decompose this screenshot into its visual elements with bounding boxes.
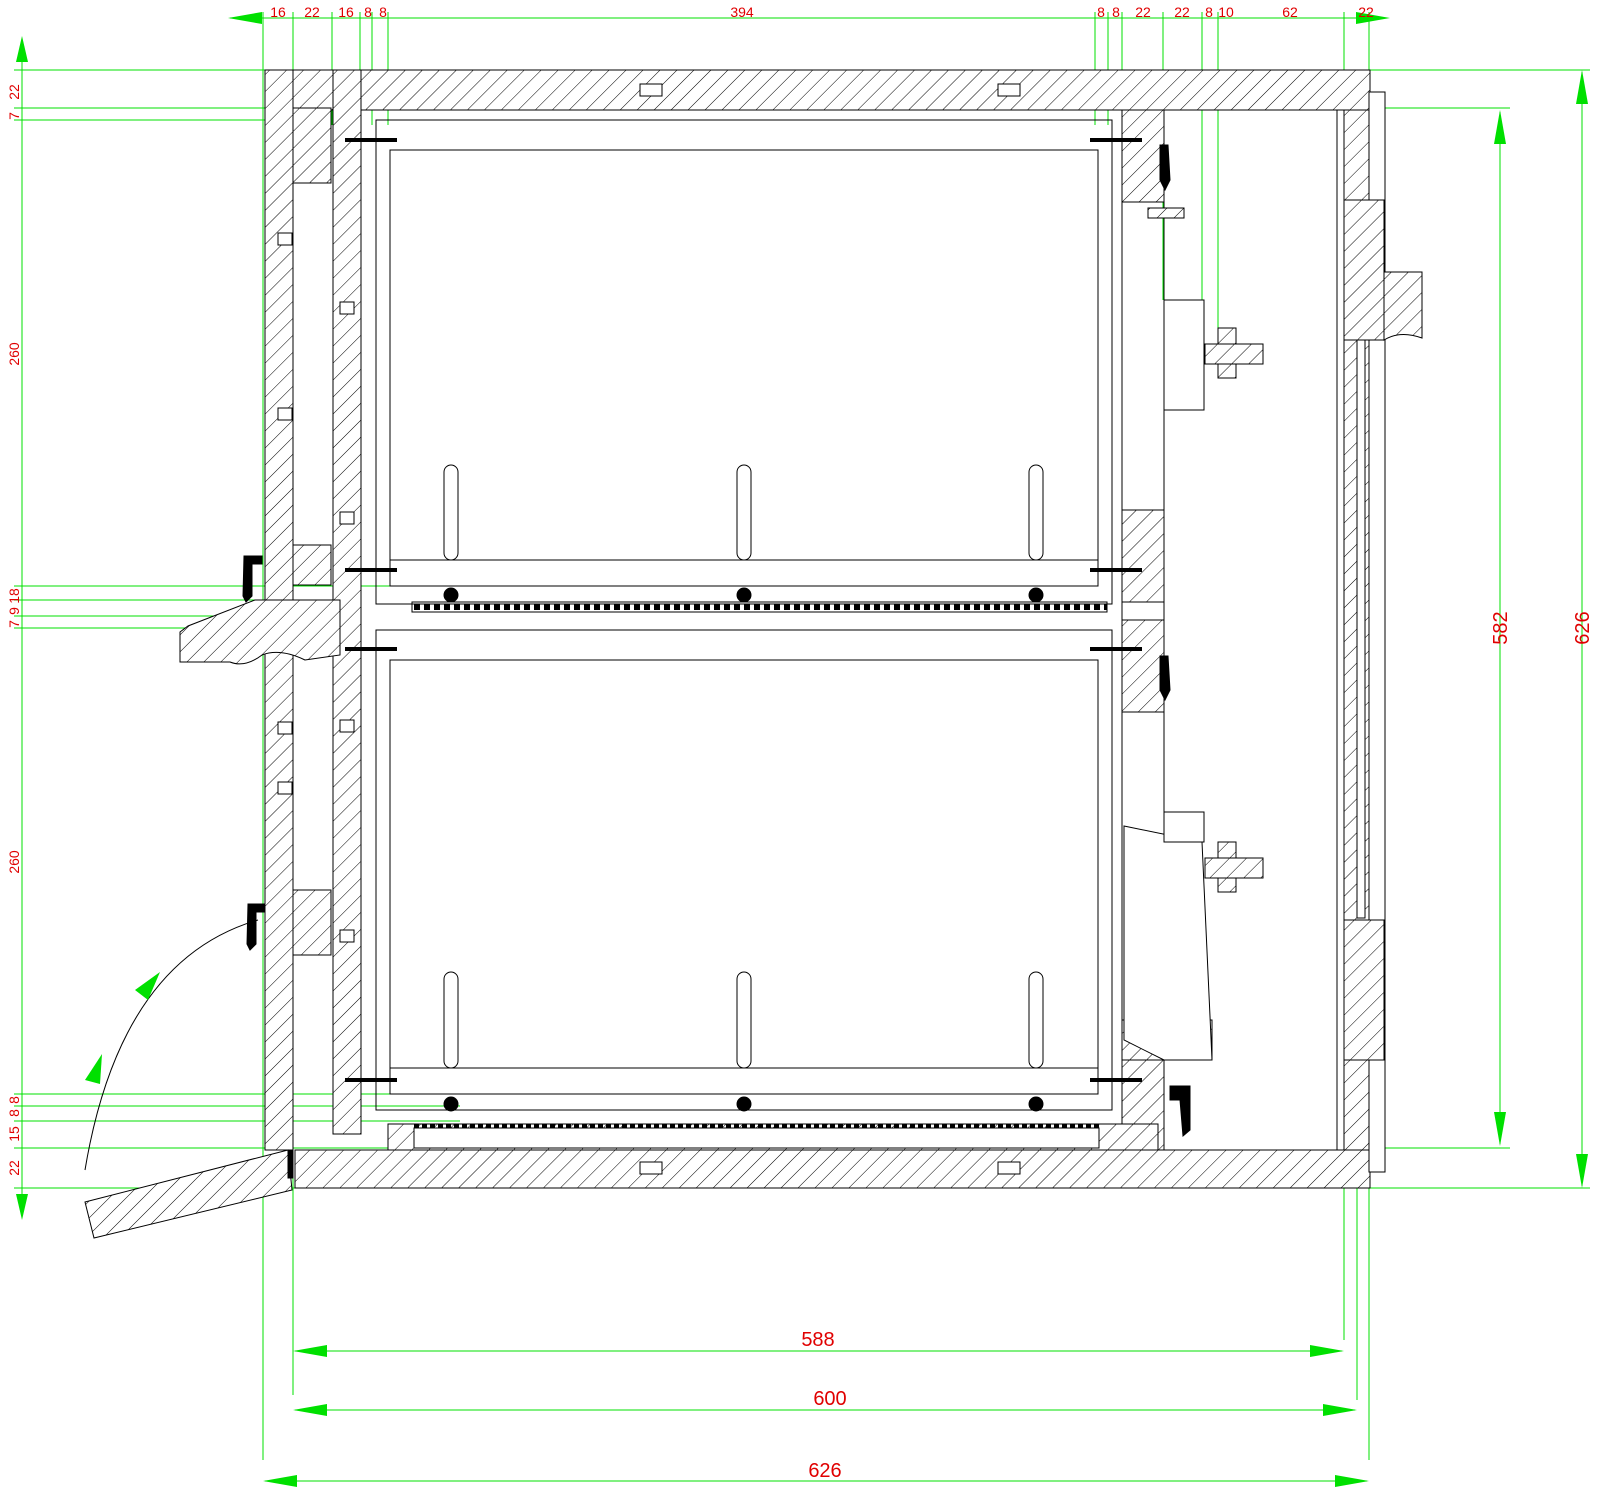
drawer-handle-block-upper (1163, 299, 1205, 411)
dim-left-lower-260: 260 (6, 850, 22, 874)
dim-top-4: 8 (379, 4, 387, 20)
cabinet-body (179, 69, 1423, 1189)
dim-left-top-1: 7 (6, 112, 22, 120)
handle-lower-icon (246, 903, 265, 951)
left-bottom-arrow-icon (16, 1194, 28, 1220)
dim-top-11: 10 (1218, 4, 1234, 20)
peg-2 (736, 464, 752, 561)
right-inner-top-arrow-icon (1494, 110, 1506, 144)
dim-626-left-arrow-icon (263, 1475, 297, 1487)
dim-top-3: 8 (364, 4, 372, 20)
bottom-panel (294, 1149, 1371, 1189)
right-outer-bottom-arrow-icon (1576, 1154, 1588, 1188)
dim-top-12: 62 (1282, 4, 1298, 20)
door-swing-arrow-lower-icon (85, 1054, 102, 1084)
dim-top-5: 394 (730, 4, 754, 20)
dim-left-mid-0: 7 (6, 620, 22, 628)
dim-600-left-arrow-icon (293, 1404, 327, 1416)
dim-left-bottom-3: 22 (6, 1160, 22, 1176)
dim-left-mid-2: 18 (6, 588, 22, 604)
middle-shelf-lip (179, 599, 341, 665)
back-bracket (1383, 271, 1423, 341)
dim-top-13: 22 (1358, 4, 1374, 20)
dim-top-7: 8 (1112, 4, 1120, 20)
dim-588-left-arrow-icon (293, 1345, 327, 1357)
dim-right-626: 626 (1572, 611, 1594, 644)
dim-right-582: 582 (1490, 611, 1512, 644)
latch-bottom-icon (1169, 1085, 1191, 1138)
dim-bottom-626: 626 (808, 1460, 841, 1482)
right-outer-top-arrow-icon (1576, 70, 1588, 104)
dimension-labels: 16 22 16 8 8 394 8 8 22 22 8 10 62 22 22… (6, 4, 1594, 1482)
door-swing-arrow-upper-icon (135, 972, 160, 1000)
dim-left-bottom-2: 15 (6, 1126, 22, 1142)
dim-top-6: 8 (1097, 4, 1105, 20)
latch-middle-icon (1159, 655, 1171, 702)
lower-drawer (345, 629, 1191, 1151)
dim-bottom-600: 600 (813, 1388, 846, 1410)
dim-top-9: 22 (1174, 4, 1190, 20)
dim-588-right-arrow-icon (1310, 1345, 1344, 1357)
peg-3 (1028, 464, 1044, 561)
dim-top-0: 16 (270, 4, 286, 20)
latch-upper-icon (1159, 144, 1171, 192)
dim-top-8: 22 (1135, 4, 1151, 20)
peg-6 (1028, 971, 1044, 1069)
drawer-handle-block-lower (1123, 825, 1213, 1061)
front-door (84, 555, 294, 1239)
peg-1 (443, 464, 459, 561)
dim-top-1: 22 (304, 4, 320, 20)
right-inner-bottom-arrow-icon (1494, 1112, 1506, 1146)
dim-left-bottom-1: 8 (6, 1109, 22, 1117)
upper-drawer (345, 119, 1171, 702)
dim-left-bottom-0: 8 (6, 1096, 22, 1104)
peg-4 (443, 971, 459, 1069)
dim-600-right-arrow-icon (1323, 1404, 1357, 1416)
dim-bottom-588: 588 (801, 1329, 834, 1351)
dim-top-10: 8 (1205, 4, 1213, 20)
open-door-panel (84, 1149, 293, 1239)
handle-upper-icon (242, 555, 263, 603)
dim-top-2: 16 (338, 4, 354, 20)
left-top-arrow-icon (16, 36, 28, 62)
top-left-arrow-icon (228, 12, 262, 24)
peg-5 (736, 971, 752, 1069)
dim-626-right-arrow-icon (1335, 1475, 1369, 1487)
dim-left-upper-260: 260 (6, 342, 22, 366)
dim-left-top-0: 22 (6, 84, 22, 100)
dim-left-mid-1: 9 (6, 607, 22, 615)
top-right-arrow-icon (1356, 12, 1390, 24)
top-panel (264, 69, 1371, 111)
